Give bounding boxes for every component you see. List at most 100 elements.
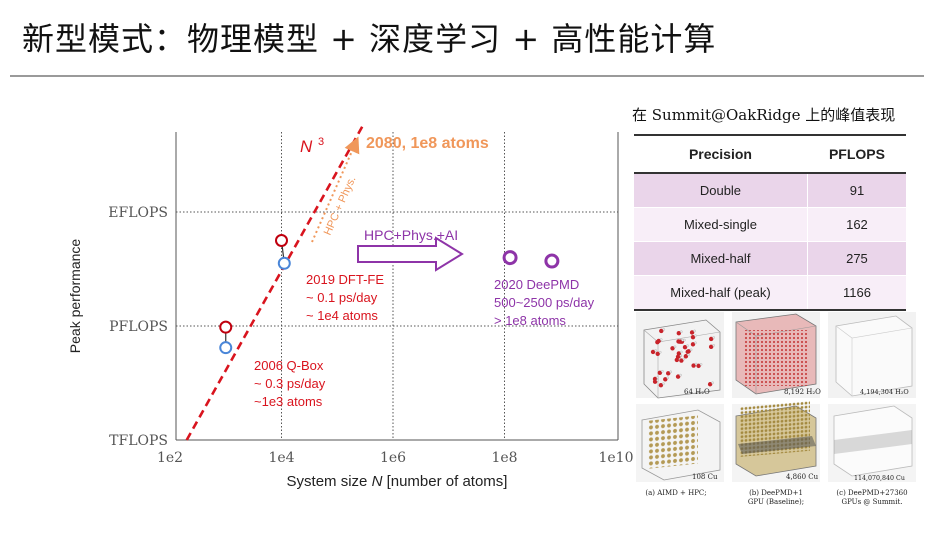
molecule-mark — [712, 344, 715, 347]
molecule-mark — [686, 344, 689, 347]
table-row: Mixed-half 275 — [634, 241, 906, 276]
data-point — [219, 320, 233, 334]
molecule-mark — [658, 351, 662, 354]
title-divider — [10, 75, 924, 77]
thumb-caption: GPUs @ Summit. — [842, 498, 903, 506]
molecule-mark — [708, 336, 714, 342]
deepmd-annotation: 500~2500 ps/day — [494, 295, 595, 310]
table-header: PFLOPS — [806, 134, 906, 174]
qbox-annotation: ~1e3 atoms — [254, 394, 323, 409]
molecule-mark — [689, 348, 693, 352]
table-row: Mixed-single 162 — [634, 207, 906, 242]
molecule-mark — [694, 341, 697, 345]
x-tick-label: 1e4 — [268, 450, 294, 466]
thumb-caption: (b) DeePMD+1 — [749, 489, 803, 497]
table-cell: 1166 — [806, 275, 906, 311]
molecule-mark — [662, 328, 666, 331]
thumb-label: 64 H₂O — [684, 388, 710, 396]
thumb-cu-108: 108 Cu — [636, 404, 724, 482]
molecule-mark — [687, 353, 690, 357]
x-tick-label: 1e2 — [157, 450, 183, 466]
y-tick-label: PFLOPS — [109, 319, 168, 335]
n3-label: N — [300, 137, 313, 156]
dftfe-annotation: ~ 0.1 ps/day — [306, 290, 378, 305]
molecule-mark — [696, 363, 701, 369]
simulation-thumbnails: 64 H₂O 8,192 H₂O 4,194,304 H₂O 108 Cu — [636, 312, 916, 506]
molecule-mark — [666, 376, 670, 380]
molecule-mark — [650, 349, 656, 355]
data-point — [502, 250, 518, 266]
data-point — [277, 256, 291, 270]
molecule-mark — [694, 362, 698, 366]
molecule-mark — [707, 382, 713, 387]
molecule-mark — [681, 338, 684, 342]
molecule-mark — [656, 376, 659, 379]
thumb-caption: GPU (Baseline); — [748, 498, 804, 506]
thumb-cu-4860: 4,860 Cu — [732, 400, 820, 482]
molecule-mark — [689, 330, 695, 335]
x-tick-label: 1e10 — [598, 450, 633, 466]
thumb-cu-114m: 114,070,840 Cu — [828, 404, 916, 482]
molecule-mark — [655, 351, 660, 356]
thumb-label: 114,070,840 Cu — [854, 475, 905, 482]
molecule-mark — [673, 345, 677, 349]
molecule-mark — [663, 377, 668, 382]
slide-title: 新型模式：物理模型 + 深度学习 + 高性能计算 — [22, 20, 717, 58]
hpc-phys-label: HPC + Phys. — [322, 175, 359, 238]
molecule-mark — [682, 357, 686, 361]
table-cell: 162 — [806, 207, 906, 242]
n3-dashed-line — [185, 125, 364, 441]
deepmd-annotation: 2020 DeePMD — [494, 277, 579, 292]
data-point — [544, 253, 560, 269]
thumb-label: 4,860 Cu — [786, 473, 819, 481]
molecule-mark — [669, 370, 672, 374]
thumb-label: 8,192 H₂O — [784, 388, 821, 396]
table-cell: Double — [634, 173, 808, 208]
molecule-mark — [690, 342, 696, 347]
molecule-mark — [691, 363, 696, 368]
thumb-water-8192: 8,192 H₂O — [732, 312, 821, 398]
molecule-mark — [683, 354, 689, 359]
thumb-label: 4,194,304 H₂O — [860, 388, 909, 396]
molecule-mark — [680, 350, 683, 354]
thumb-water-4m: 4,194,304 H₂O — [828, 312, 916, 398]
y-axis-title: Peak performance — [67, 239, 83, 354]
hpc-phys-ai-arrow — [357, 236, 464, 272]
dftfe-annotation: 2019 DFT-FE — [306, 272, 384, 287]
molecule-mark — [680, 330, 683, 333]
y-tick-label: EFLOPS — [108, 205, 168, 221]
molecule-mark — [679, 373, 682, 377]
data-point — [275, 234, 288, 247]
thumb-caption: (c) DeePMD+27360 — [836, 489, 907, 497]
qbox-annotation: 2006 Q-Box — [254, 358, 324, 373]
molecule-mark — [652, 379, 658, 384]
x-axis-title: System size N [number of atoms] — [287, 473, 508, 490]
table-row: Mixed-half (peak) 1166 — [634, 275, 906, 311]
molecule-mark — [662, 382, 665, 385]
thumb-caption: (a) AIMD + HPC; — [645, 489, 706, 497]
molecule-mark — [679, 358, 684, 363]
y-tick-label: TFLOPS — [109, 433, 168, 449]
molecule-mark — [686, 349, 691, 354]
n3-exponent: 3 — [318, 136, 324, 148]
molecule-mark — [693, 329, 696, 333]
chart-points — [219, 234, 560, 355]
molecule-mark — [656, 378, 659, 382]
molecule-mark — [676, 351, 682, 356]
dftfe-annotation: ~ 1e4 atoms — [306, 308, 378, 323]
molecule-mark — [711, 381, 714, 385]
molecule-mark — [658, 382, 664, 388]
hpc-phys-ai-label: HPC+Phys.+AI — [364, 227, 458, 243]
table-row: Double 91 — [634, 173, 906, 208]
precision-table: Precision PFLOPS Double 91 Mixed-single … — [634, 134, 906, 311]
x-tick-label: 1e6 — [380, 450, 406, 466]
table-cell: 91 — [806, 173, 906, 208]
deepmd-annotation: > 1e8 atoms — [494, 313, 566, 328]
qbox-annotation: ~ 0.3 ps/day — [254, 376, 326, 391]
molecule-mark — [654, 349, 657, 352]
thumb-water-64: 64 H₂O — [636, 312, 724, 399]
molecule-mark — [659, 328, 664, 334]
molecule-mark — [666, 371, 671, 376]
